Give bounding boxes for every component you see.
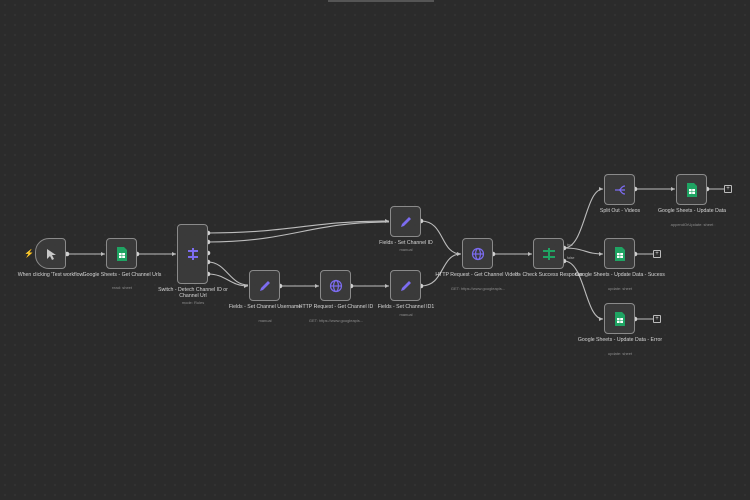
node-label: When clicking 'Test workflow' [17,272,85,278]
edge-switch-o2 [207,221,390,243]
pencil-icon [259,280,270,291]
pencil-icon [400,280,411,291]
node-subtitle: manual [399,312,413,317]
if-icon [542,247,555,260]
branch-false-label: false [567,256,575,260]
node-label: Fields - Set Channel ID1 [377,304,435,310]
node-subtitle: update: sheet [607,286,633,291]
node-subtitle: mode: Rules [181,300,205,305]
node-set-channel-id[interactable] [390,206,421,237]
node-subtitle: manual [258,318,272,323]
edge-setid-httpvideos [420,220,462,255]
top-toolbar-handle [328,0,434,2]
sheets-icon [614,311,625,326]
node-switch[interactable] [177,224,208,284]
add-node-button[interactable]: + [653,250,661,258]
node-subtitle: manual [399,247,413,252]
node-subtitle: GET: https://www.googleapis... [450,286,506,291]
node-label: Split Out - Videos [599,208,641,214]
edge-switch-username [207,273,249,287]
node-set-channel-id1[interactable] [390,270,421,301]
node-label: Fields - Set Channel ID [379,240,433,246]
sheets-icon [614,246,625,261]
edge-setid1-httpvideos [420,253,462,287]
edge-if-error [563,260,604,320]
node-label: Fields - Set Channel Username [228,304,302,310]
node-sheets-update-data[interactable] [676,174,707,205]
node-set-channel-username[interactable] [249,270,280,301]
node-subtitle: appendOrUpdate: sheet [670,222,714,227]
node-sheets-update-success[interactable] [604,238,635,269]
node-label: HTTP Request - Get Channel ID [298,304,374,310]
node-label: Switch - Detech Channel ID or Channel Ur… [158,287,228,300]
node-label: Google Sheets - Get Channel Urls [82,272,162,278]
node-manual-trigger[interactable] [35,238,66,269]
node-label: Google Sheets - Update Data [657,208,727,214]
trigger-bolt-icon: ⚡ [24,249,34,258]
node-subtitle: read: sheet [111,285,132,290]
branch-true-label: true [567,243,574,247]
node-sheets-update-error[interactable] [604,303,635,334]
cursor-icon [46,248,56,260]
node-subtitle: update: sheet [607,351,633,356]
node-sheets-get-urls[interactable] [106,238,137,269]
add-node-button[interactable]: + [724,185,732,193]
node-split-out-videos[interactable] [604,174,635,205]
pencil-icon [400,216,411,227]
edge-switch-o4 [207,261,249,286]
add-node-button[interactable]: + [653,315,661,323]
split-icon [614,184,625,195]
globe-icon [471,247,484,260]
edge-switch-setid [207,220,390,234]
node-label: HTTP Request - Get Channel Videos [435,272,521,278]
node-label: Google Sheets - Update Data - Error [577,337,663,343]
sheets-icon [686,182,697,197]
node-http-get-channel-videos[interactable] [462,238,493,269]
node-label: If - Check Success Response [514,272,584,278]
node-label: Google Sheets - Update Data - Sucess [575,272,665,278]
edge-if-split [563,188,604,249]
node-http-get-channel-id[interactable] [320,270,351,301]
node-subtitle: GET: https://www.googleapis... [308,318,364,323]
sheets-icon [116,246,127,261]
globe-icon [329,279,342,292]
switch-icon [187,248,198,260]
node-if-check-success[interactable] [533,238,564,269]
edge-if-success [563,247,604,255]
